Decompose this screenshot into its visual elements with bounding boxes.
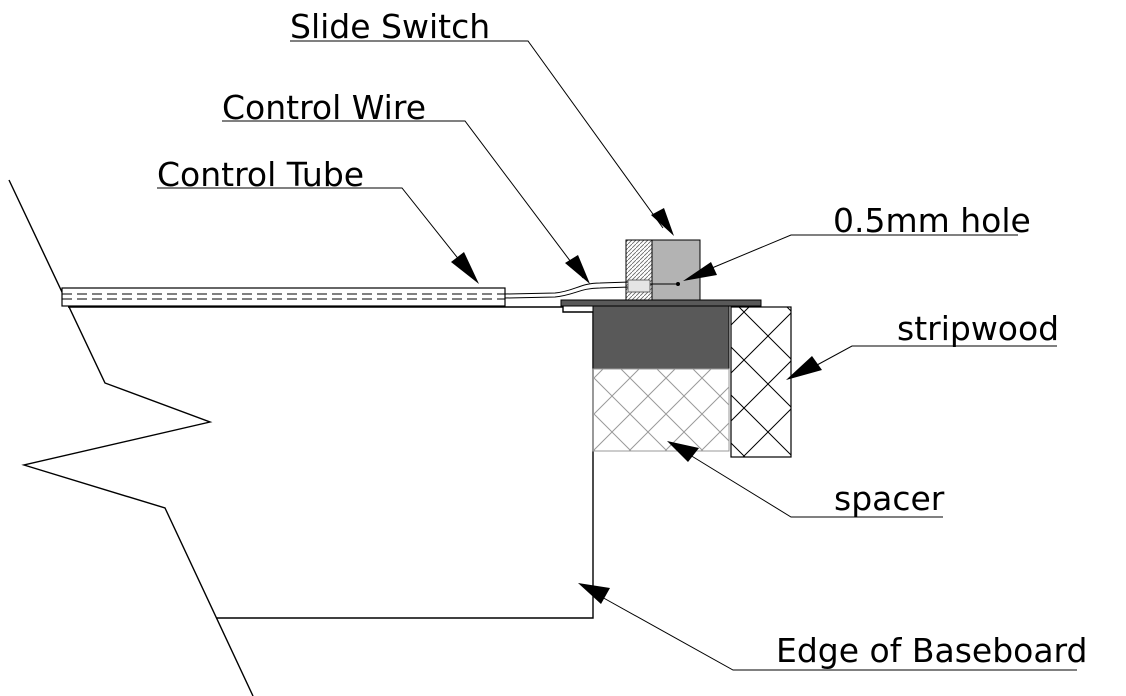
slide-switch <box>625 239 701 301</box>
leader-control-wire <box>222 120 590 284</box>
control-tube <box>61 287 506 307</box>
stripwood-block <box>730 306 792 458</box>
label-control-wire: Control Wire <box>222 88 426 127</box>
label-hole: 0.5mm hole <box>833 201 1031 240</box>
leader-baseboard-edge <box>578 583 1077 671</box>
label-slide-switch: Slide Switch <box>290 7 490 46</box>
label-spacer: spacer <box>834 479 945 518</box>
leader-hole <box>683 234 1018 281</box>
label-baseboard-edge: Edge of Baseboard <box>776 631 1088 670</box>
leader-control-tube <box>157 187 479 284</box>
label-stripwood: stripwood <box>897 309 1059 348</box>
leader-slide-switch <box>290 40 674 236</box>
spacer-block <box>592 368 730 452</box>
control-wire <box>504 281 631 299</box>
label-control-tube: Control Tube <box>157 155 364 194</box>
dark-block <box>592 305 730 370</box>
leader-stripwood <box>786 345 1057 380</box>
leader-spacer <box>667 441 943 518</box>
mounting-plate <box>560 299 762 307</box>
baseboard <box>8 179 594 696</box>
